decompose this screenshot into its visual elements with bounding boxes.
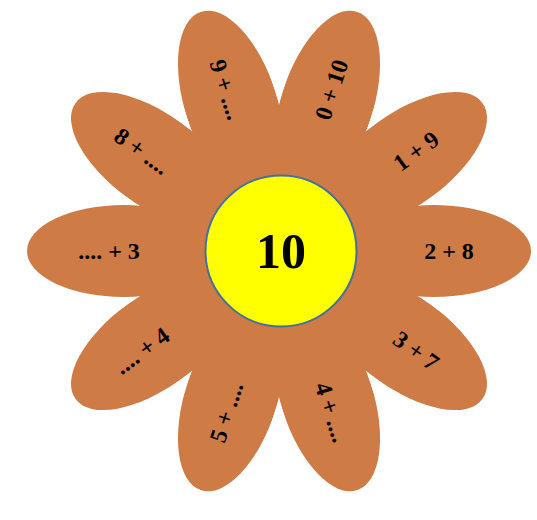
center-circle: 10: [204, 174, 358, 328]
petal-sum: .... + 3: [78, 239, 140, 263]
petal-sum: 2 + 8: [424, 239, 474, 263]
center-number: 10: [256, 226, 306, 276]
